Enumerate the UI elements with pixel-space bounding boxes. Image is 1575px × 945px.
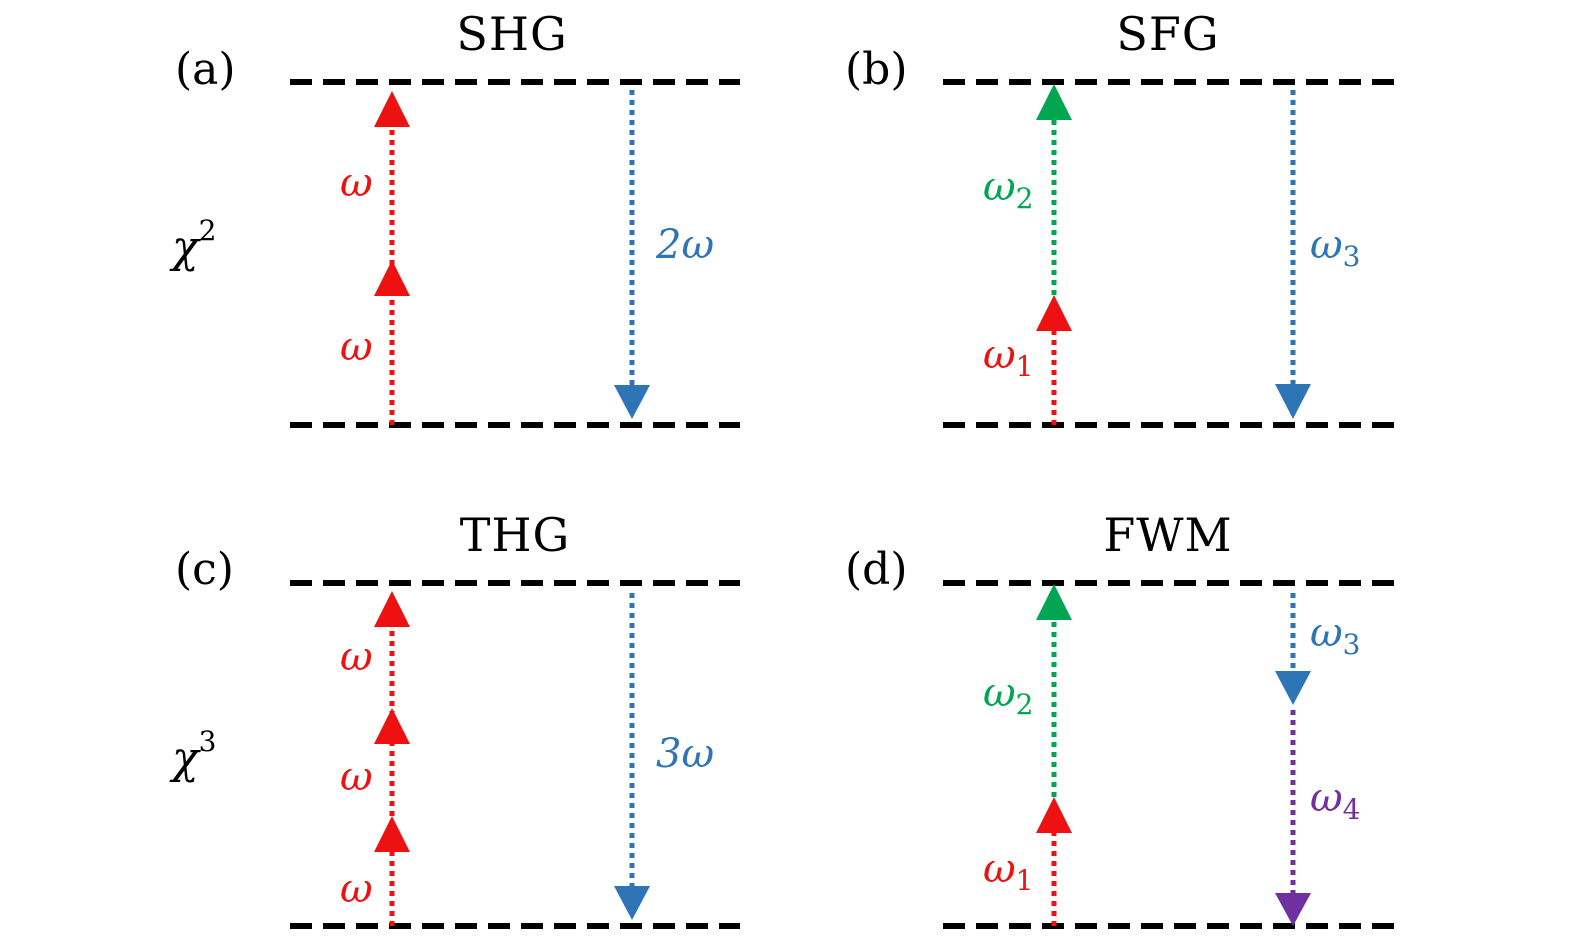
photon-label-omega: ω — [340, 160, 373, 206]
pump-arrowhead-mid — [374, 708, 410, 744]
panel-title-sfg: SFG — [1116, 7, 1219, 61]
chi-cubed-label: χ3 — [169, 725, 217, 784]
photon-label-3omega: 3ω — [656, 731, 714, 777]
panel-d: (d) FWM ω2 ω1 ω3 ω4 — [845, 508, 1395, 929]
panel-b: (b) SFG ω2 ω1 ω3 — [845, 7, 1395, 428]
photon-label-omega2: ω2 — [983, 164, 1033, 215]
panel-label-c: (c) — [175, 544, 234, 595]
emission-arrowhead — [614, 385, 650, 419]
omega1-arrowhead — [1036, 295, 1072, 331]
photon-label-omega1: ω1 — [983, 332, 1033, 383]
pump-arrowhead-mid — [374, 260, 410, 296]
panel-label-d: (d) — [845, 544, 908, 595]
photon-label-omega: ω — [340, 324, 373, 370]
photon-label-omega2: ω2 — [983, 670, 1033, 721]
photon-label-omega: ω — [340, 866, 373, 912]
panel-label-a: (a) — [175, 44, 236, 95]
pump-arrowhead-top — [374, 91, 410, 127]
pump-arrowhead-top — [374, 591, 410, 627]
chi-squared-label: χ2 — [169, 214, 217, 273]
panel-a: (a) SHG ω ω 2ω — [175, 7, 740, 428]
photon-label-omega3: ω3 — [1310, 222, 1360, 273]
panel-title-fwm: FWM — [1103, 508, 1232, 562]
emission-arrowhead — [614, 886, 650, 920]
omega3-arrowhead — [1275, 384, 1311, 419]
pump-arrowhead-low — [374, 816, 410, 852]
panel-c: (c) THG ω ω ω 3ω — [175, 508, 740, 929]
photon-label-omega4: ω4 — [1310, 775, 1360, 826]
photon-label-omega1: ω1 — [983, 846, 1033, 897]
panel-title-shg: SHG — [456, 7, 567, 61]
panel-label-b: (b) — [845, 44, 908, 95]
photon-label-omega3: ω3 — [1310, 610, 1360, 661]
photon-label-2omega: 2ω — [655, 222, 714, 268]
omega3-arrowhead — [1275, 671, 1311, 705]
omega1-arrowhead — [1036, 797, 1072, 833]
photon-label-omega: ω — [340, 754, 373, 800]
omega2-arrowhead — [1036, 84, 1072, 120]
omega2-arrowhead — [1036, 584, 1072, 620]
omega4-arrowhead — [1275, 893, 1311, 926]
photon-label-omega: ω — [340, 634, 373, 680]
panel-title-thg: THG — [460, 508, 571, 562]
